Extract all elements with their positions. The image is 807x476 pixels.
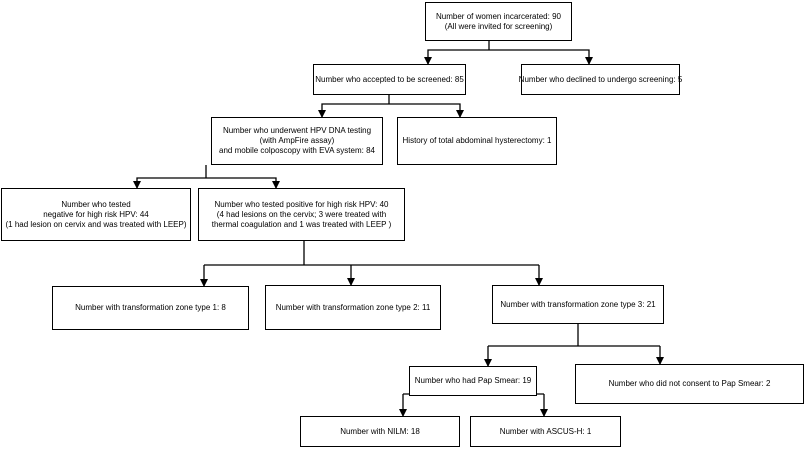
box-line: Number with transformation zone type 3: … [500,299,656,309]
box-line: and mobile colposcopy with EVA system: 8… [219,146,375,155]
arrow-to-hpv-testing [318,103,389,118]
box-line: Number with transformation zone type 1: … [75,303,226,312]
box-line: (1 had lesion on cervix and was treated … [5,219,187,229]
box-line: Number who declined to undergo screening… [518,74,683,84]
arrow-to-positive [206,177,280,189]
box-transformation-zone-1: Number with transformation zone type 1: … [52,286,249,330]
box-ascus-h: Number with ASCUS-H: 1 [470,416,621,447]
box-pap-smear: Number who had Pap Smear: 19 [409,366,537,396]
box-line: (with AmpFire assay) [259,136,335,145]
box-line: History of total abdominal hysterectomy:… [402,136,552,145]
box-hysterectomy: History of total abdominal hysterectomy:… [397,117,557,165]
arrow-to-accepted [424,49,489,65]
box-line: negative for high risk HPV: 44 [43,209,149,219]
box-no-pap-consent: Number who did not consent to Pap Smear:… [575,364,804,404]
box-line: Number with ASCUS-H: 1 [499,426,592,436]
box-transformation-zone-2: Number with transformation zone type 2: … [265,285,441,330]
box-hpv-dna-testing: Number who underwent HPV DNA testing (wi… [211,117,383,165]
box-line: Number of women incarcerated: 90 [436,11,561,21]
box-women-incarcerated: Number of women incarcerated: 90 (All we… [425,2,572,41]
arrow-to-declined [489,49,593,65]
box-line: Number with NILM: 18 [340,426,420,436]
box-line: (All were invited for screening) [444,21,553,31]
box-line: Number with transformation zone type 2: … [275,302,431,312]
box-line: Number who accepted to be screened: 85 [315,74,464,84]
box-transformation-zone-3: Number with transformation zone type 3: … [492,285,664,324]
box-nilm: Number with NILM: 18 [300,416,460,447]
box-line: (4 had lesions on the cervix; 3 were tre… [216,209,387,219]
box-line: Number who did not consent to Pap Smear:… [608,379,771,388]
box-line: Number who had Pap Smear: 19 [414,376,532,385]
box-line: Number who tested [61,199,131,209]
box-accepted-screening: Number who accepted to be screened: 85 [313,64,466,95]
arrow-to-negative [133,177,206,189]
box-hpv-positive: Number who tested positive for high risk… [198,188,405,241]
box-hpv-negative: Number who tested negative for high risk… [1,188,191,241]
box-line: Number who underwent HPV DNA testing [222,126,372,135]
arrow-to-hysterectomy [389,103,464,118]
box-line: Number who tested positive for high risk… [214,199,389,209]
box-line: thermal coagulation and 1 was treated wi… [211,219,392,229]
box-declined-screening: Number who declined to undergo screening… [518,64,683,95]
